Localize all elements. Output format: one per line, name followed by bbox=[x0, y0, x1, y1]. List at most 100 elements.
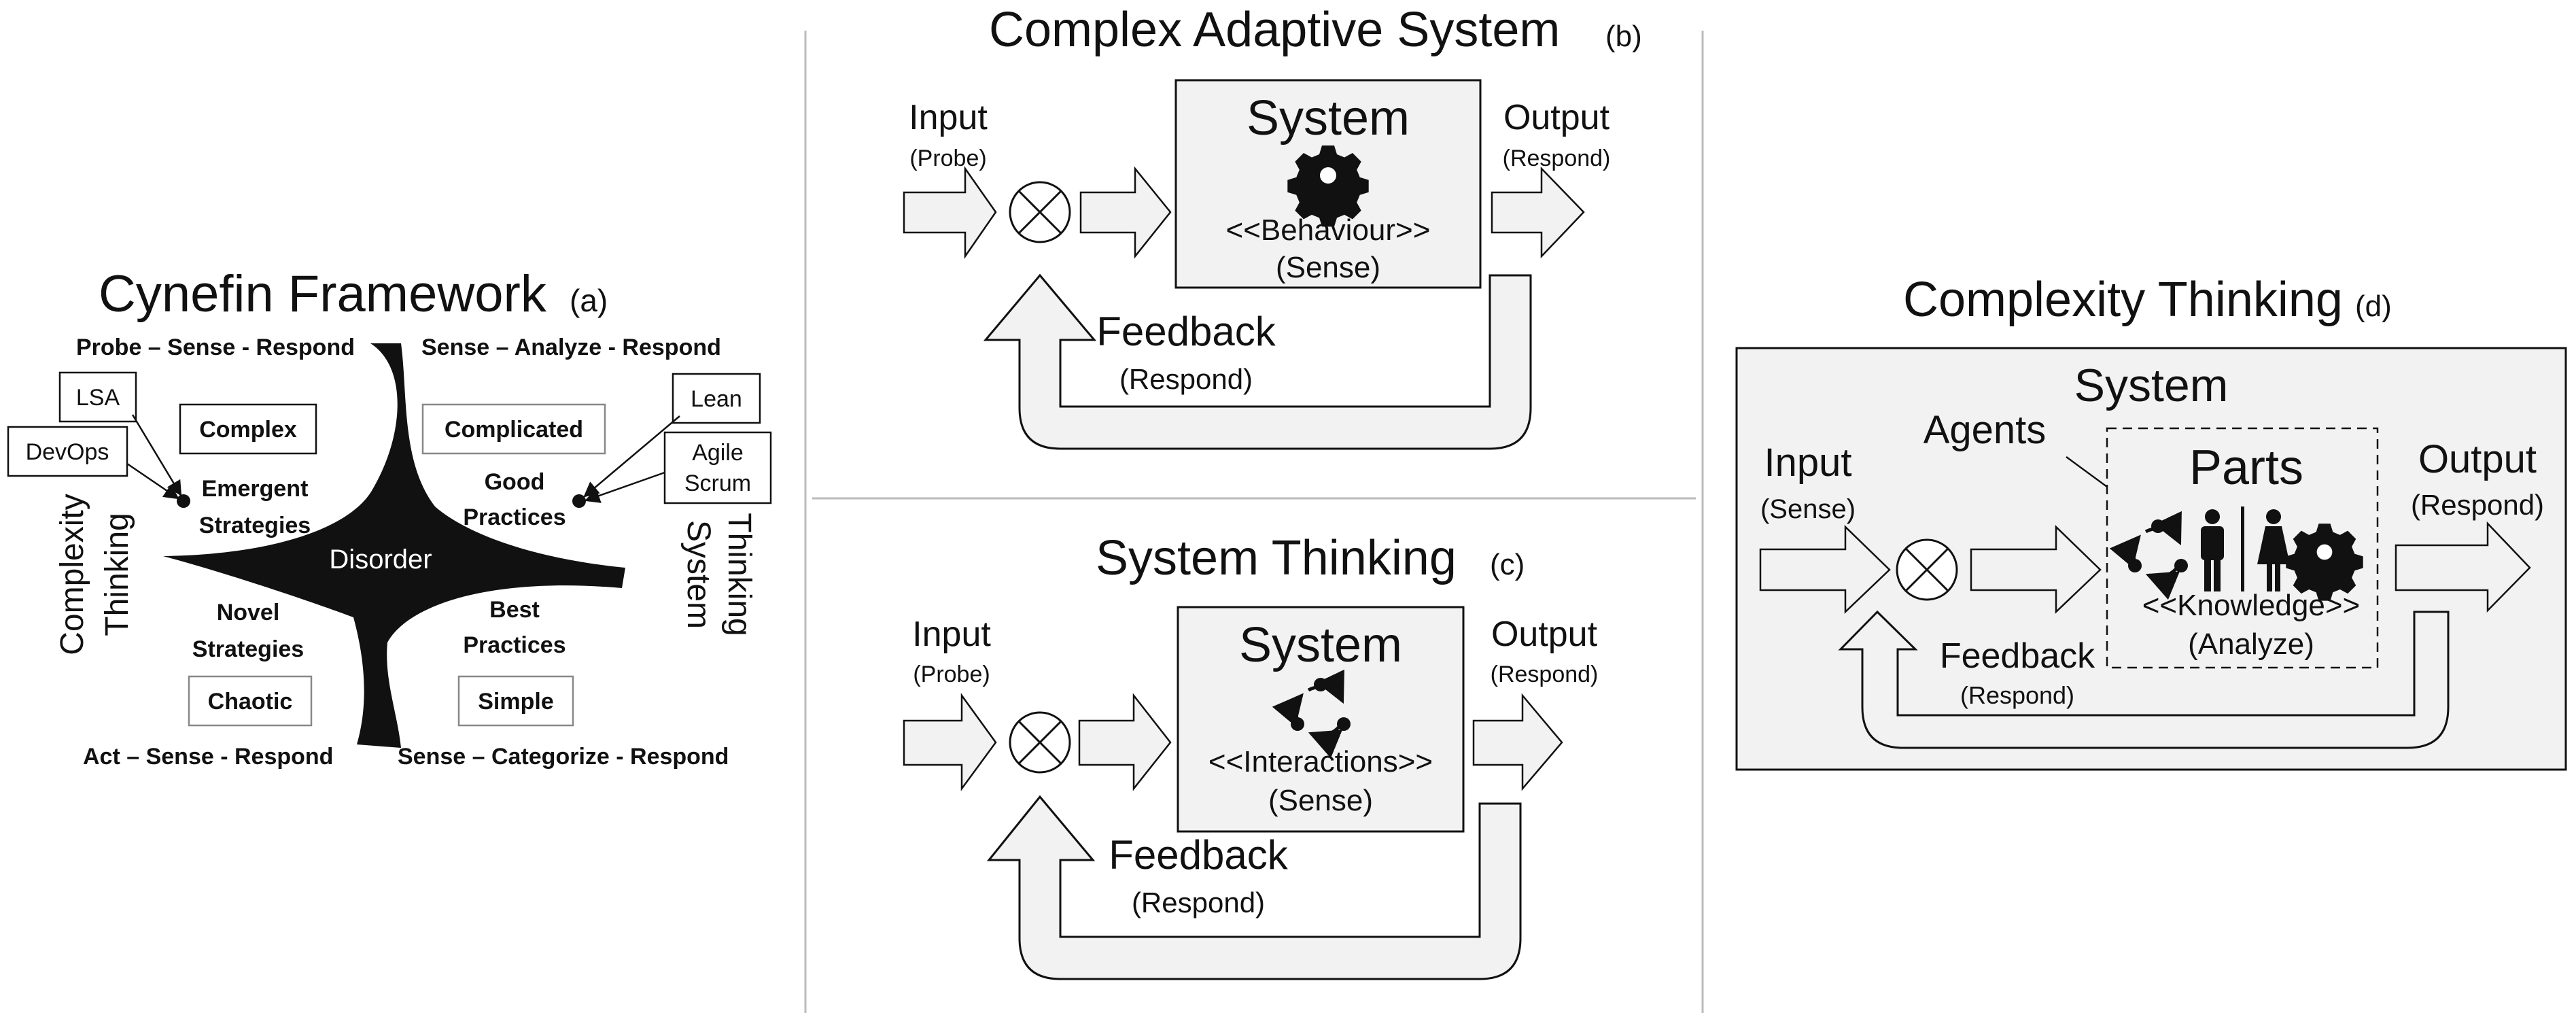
st-input-label: Input bbox=[912, 615, 991, 654]
act-sense-respond-label: Act – Sense - Respond bbox=[83, 744, 333, 770]
cynefin-tag: (a) bbox=[570, 283, 608, 318]
st-tag: (c) bbox=[1490, 548, 1525, 581]
good-line-1: Good bbox=[485, 469, 545, 495]
st-output-respond-label: (Respond) bbox=[1491, 662, 1599, 687]
st-system-box bbox=[1177, 606, 1465, 833]
st-interactions-label: <<Interactions>> bbox=[1208, 745, 1433, 778]
novel-line-1: Novel bbox=[217, 600, 280, 625]
ct-output-arrow bbox=[2395, 521, 2531, 613]
devops-pointer bbox=[126, 462, 179, 500]
ct-panel: Complexity Thinking (d) System Agents Pa… bbox=[1735, 273, 2567, 771]
ct-feedback-loop bbox=[1838, 610, 2450, 749]
st-feedback-loop bbox=[986, 795, 1522, 980]
ct-junction-arrow bbox=[1970, 525, 2102, 614]
st-title: System Thinking bbox=[1096, 531, 1457, 585]
cas-sense-label: (Sense) bbox=[1276, 251, 1380, 284]
cas-tag: (b) bbox=[1605, 20, 1642, 53]
emergent-line-1: Emergent bbox=[202, 476, 309, 502]
st-input-arrow bbox=[903, 693, 997, 791]
ct-analyze-label: (Analyze) bbox=[2188, 628, 2314, 661]
cas-feedback-respond-label: (Respond) bbox=[1119, 363, 1253, 395]
cas-junction-arrow bbox=[1079, 166, 1172, 259]
ct-sense-label: (Sense) bbox=[1760, 494, 1856, 524]
st-output-arrow bbox=[1472, 693, 1563, 791]
system-thinking-line-1: System bbox=[680, 520, 716, 629]
st-junction-arrow bbox=[1078, 693, 1172, 791]
lean-label: Lean bbox=[691, 386, 742, 412]
devops-label: DevOps bbox=[26, 439, 109, 465]
cas-feedback-loop bbox=[983, 273, 1532, 450]
complexity-thinking-line-1: Complexity bbox=[54, 494, 90, 655]
emergent-dot bbox=[177, 494, 190, 508]
probe-sense-respond-label: Probe – Sense - Respond bbox=[76, 334, 355, 360]
st-system-label: System bbox=[1239, 618, 1402, 672]
lean-pointer bbox=[583, 415, 680, 498]
agile-pointer bbox=[584, 471, 665, 503]
chaotic-box bbox=[188, 675, 313, 727]
st-output-label: Output bbox=[1491, 615, 1598, 654]
complicated-box bbox=[421, 403, 606, 455]
sense-categorize-respond-label: Sense – Categorize - Respond bbox=[398, 744, 729, 770]
complex-box bbox=[179, 403, 317, 455]
cas-summation-junction-icon bbox=[1009, 181, 1071, 243]
ct-knowledge-label: <<Knowledge>> bbox=[2142, 589, 2361, 622]
cynefin-title: Cynefin Framework bbox=[99, 265, 547, 323]
ct-output-label: Output bbox=[2418, 437, 2537, 481]
lsa-pointer bbox=[131, 414, 182, 496]
ct-man-icon bbox=[2201, 509, 2224, 591]
st-sense-label: (Sense) bbox=[1268, 784, 1373, 817]
st-summation-junction-icon bbox=[1009, 711, 1071, 774]
cas-behaviour-label: <<Behaviour>> bbox=[1226, 213, 1431, 247]
lsa-box bbox=[58, 371, 137, 423]
ct-title: Complexity Thinking bbox=[1903, 273, 2343, 327]
complex-label: Complex bbox=[199, 417, 297, 443]
good-line-2: Practices bbox=[463, 504, 565, 530]
simple-label: Simple bbox=[478, 689, 553, 715]
cas-panel: Complex Adaptive System (b) Input (Probe… bbox=[903, 3, 1642, 450]
st-probe-label: (Probe) bbox=[913, 662, 990, 687]
cynefin-panel: Cynefin Framework (a) Probe – Sense - Re… bbox=[7, 265, 772, 770]
best-line-2: Practices bbox=[463, 632, 565, 658]
disorder-label: Disorder bbox=[329, 545, 432, 574]
ct-feedback-label: Feedback bbox=[1940, 636, 2095, 676]
simple-box bbox=[457, 675, 574, 727]
novel-line-2: Strategies bbox=[192, 636, 304, 662]
system-thinking-line-2: Thinking bbox=[721, 513, 757, 636]
ct-input-label: Input bbox=[1764, 441, 1852, 485]
cas-output-respond-label: (Respond) bbox=[1503, 145, 1611, 171]
ct-summation-junction-icon bbox=[1896, 538, 1958, 601]
cas-input-arrow bbox=[903, 166, 997, 260]
emergent-line-2: Strategies bbox=[199, 513, 311, 538]
complexity-thinking-line-2: Thinking bbox=[99, 513, 135, 636]
cas-output-arrow bbox=[1491, 166, 1585, 259]
st-feedback-respond-label: (Respond) bbox=[1132, 887, 1265, 918]
ct-agents-label: Agents bbox=[1924, 408, 2047, 452]
cas-system-label: System bbox=[1247, 91, 1410, 145]
ct-woman-icon bbox=[2257, 509, 2290, 591]
agile-scrum-box bbox=[663, 431, 772, 504]
cynefin-curve-shape bbox=[163, 343, 625, 748]
sense-analyze-respond-label: Sense – Analyze - Respond bbox=[421, 334, 721, 360]
good-practices-dot bbox=[572, 494, 586, 508]
ct-tag: (d) bbox=[2355, 290, 2392, 323]
cas-title: Complex Adaptive System bbox=[989, 3, 1560, 57]
ct-parts-label: Parts bbox=[2189, 441, 2303, 495]
cas-feedback-label: Feedback bbox=[1096, 309, 1276, 354]
complicated-label: Complicated bbox=[445, 417, 583, 443]
ct-input-arrow bbox=[1759, 525, 1891, 614]
ct-respond-label: (Respond) bbox=[2411, 489, 2544, 521]
cas-probe-label: (Probe) bbox=[909, 145, 986, 171]
st-feedback-label: Feedback bbox=[1109, 832, 1288, 878]
chaotic-label: Chaotic bbox=[208, 689, 293, 715]
devops-box bbox=[7, 426, 128, 477]
cas-output-label: Output bbox=[1503, 98, 1610, 137]
ct-feedback-respond-label: (Respond) bbox=[1960, 681, 2074, 709]
agile-line-2: Scrum bbox=[684, 470, 751, 496]
st-panel: System Thinking (c) Input (Probe) System… bbox=[903, 531, 1599, 980]
ct-system-label: System bbox=[2074, 360, 2229, 411]
lsa-label: LSA bbox=[76, 385, 120, 411]
cas-input-label: Input bbox=[909, 98, 988, 137]
ct-restroom-divider bbox=[2241, 506, 2244, 591]
